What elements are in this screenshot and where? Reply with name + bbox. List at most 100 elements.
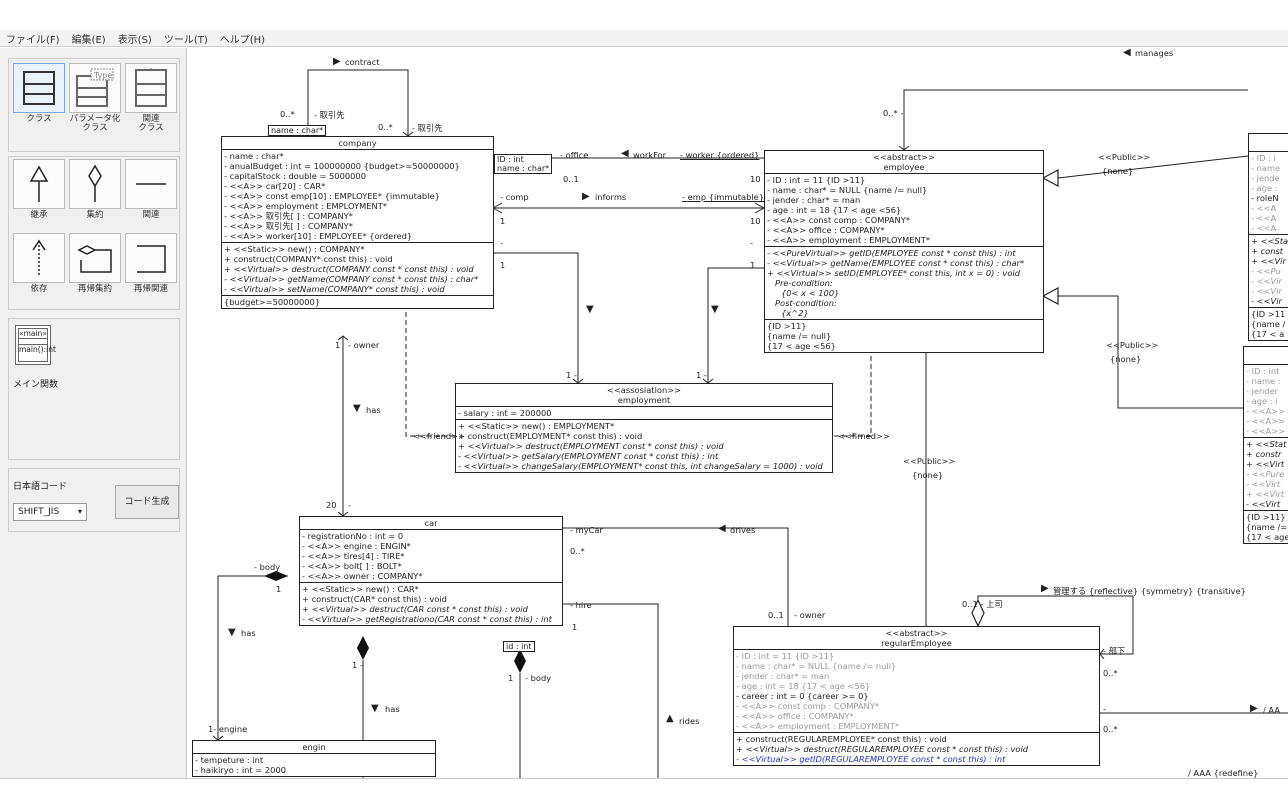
recursive-aggregation-tool[interactable]: 再帰集約 xyxy=(69,233,121,301)
association-class-icon xyxy=(135,68,167,107)
op: - <<Virtual>> getName(EMPLOYEE const * c… xyxy=(767,258,1025,268)
attr: - salary : int = 200000 xyxy=(458,408,552,418)
right-mid-constraints: {ID >11} {name /= {17 < age xyxy=(1244,511,1288,543)
mult-label: 1 - xyxy=(352,660,363,670)
role-label: - comp xyxy=(500,192,529,202)
constraint: {name /= null} xyxy=(767,331,832,341)
main-body: main():int xyxy=(19,345,56,354)
mult-label: 10 xyxy=(750,174,761,184)
class-employee[interactable]: <<abstract>> employee - ID : int = 11 {I… xyxy=(764,150,1044,353)
attr: - ID : int = 11 {ID >11} xyxy=(767,175,866,185)
car-attributes: - registrationNo : int = 0 - <<A>> engin… xyxy=(300,530,562,583)
mult-label: - xyxy=(750,238,753,248)
assoc-label: has xyxy=(385,704,400,714)
parameterized-class-tool[interactable]: Type パラメータ化 クラス xyxy=(69,63,121,133)
generate-code-button[interactable]: コード生成 xyxy=(115,485,179,519)
assoc-label: informs xyxy=(595,192,627,202)
role-label: - owner xyxy=(794,610,826,620)
class-regularEmployee[interactable]: <<abstract>> regularEmployee - ID : int … xyxy=(733,626,1100,766)
op: + construct(COMPANY* const this) : void xyxy=(224,254,393,264)
inheritance-tool[interactable]: 継承 xyxy=(13,159,65,227)
class-tool-label: クラス xyxy=(26,114,52,124)
stereotype-label: <<Public>> xyxy=(1098,152,1151,162)
menu-tools[interactable]: ツール(T) xyxy=(163,34,208,46)
tool-palette: クラス Type パラメータ化 クラス 関連 クラス 継承 集約 関連 依存 xyxy=(0,48,187,778)
engin-title: engin xyxy=(193,741,435,754)
constraint-label: {none} xyxy=(912,470,944,480)
company-title: company xyxy=(222,137,493,150)
menu-view[interactable]: 表示(S) xyxy=(117,34,152,46)
attr: - career : int = 0 {career >= 0} xyxy=(736,691,869,701)
encoding-select[interactable]: SHIFT_JIS ▾ xyxy=(13,503,87,521)
op: + <<Virtual>> destruct(REGULAREMPLOYEE c… xyxy=(736,744,1029,754)
class-company[interactable]: company - name : char* - anualBudget : i… xyxy=(221,136,494,309)
drives-association-line xyxy=(562,527,789,626)
mult-label: 1 xyxy=(750,260,756,270)
stereotype-label: <<Public>> xyxy=(1106,340,1159,350)
drives-arrow-icon: ◀ xyxy=(718,523,726,534)
attr: - jende xyxy=(1251,173,1280,183)
main-stereo: «main» xyxy=(19,329,47,339)
main-function-section: «main» main():int メイン関数 xyxy=(8,318,180,460)
attr: - <<A>> const comp : COMPANY* xyxy=(736,701,879,711)
diagram-canvas[interactable]: company - name : char* - anualBudget : i… xyxy=(188,48,1288,778)
friend-label: <<firned>> xyxy=(838,431,890,441)
main-function-tool[interactable]: «main» main():int xyxy=(15,325,56,365)
role-label: - 取引先 xyxy=(412,123,443,133)
regular-operations: + construct(REGULAREMPLOYEE* const this)… xyxy=(734,733,1099,765)
attr: - <<A>> 取引先[ ] : COMPANY* xyxy=(224,221,353,231)
company-qualifier: name : char* xyxy=(268,125,327,136)
title-bar-area xyxy=(0,0,1288,30)
kanri-arrow-icon: ▶ xyxy=(1041,583,1049,594)
attr: - <<A>> car[20] : CAR* xyxy=(224,181,326,191)
class-right-mid-partial[interactable]: - ID : int - name : - jender - age : i -… xyxy=(1243,346,1288,544)
attr: - <<A xyxy=(1251,213,1277,223)
class-car[interactable]: car - registrationNo : int = 0 - <<A>> e… xyxy=(299,516,563,626)
attr: - <<A>> const comp : COMPANY* xyxy=(767,215,910,225)
assoc-label: has xyxy=(366,405,381,415)
association-class-tool[interactable]: 関連 クラス xyxy=(125,63,177,133)
attr: - <<A>> employment : EMPLOYMENT* xyxy=(736,721,899,731)
mult-label: 10 xyxy=(750,216,761,226)
company-attributes: - name : char* - anualBudget : int = 100… xyxy=(222,150,493,243)
code-gen-section: 日本語コード SHIFT_JIS ▾ コード生成 xyxy=(8,468,180,532)
op: + construct(CAR* const this) : void xyxy=(302,594,447,604)
inheritance-icon xyxy=(29,165,49,202)
mult-label: 0..* xyxy=(570,546,585,556)
aggregation-icon xyxy=(88,164,102,202)
class-tools-section: クラス Type パラメータ化 クラス 関連 クラス xyxy=(8,58,180,152)
op: + <<Static>> new() : EMPLOYMENT* xyxy=(458,421,615,431)
dependency-tool[interactable]: 依存 xyxy=(13,233,65,301)
op: - <<Virtual>> getSalary(EMPLOYMENT const… xyxy=(458,451,719,461)
op: + <<Virtual>> destruct(CAR const * const… xyxy=(302,604,528,614)
attr: - name : char* = NULL {name /= null} xyxy=(736,661,897,671)
mult-label: - xyxy=(1103,704,1106,714)
association-tool[interactable]: 関連 xyxy=(125,159,177,227)
encoding-label: 日本語コード xyxy=(13,482,68,492)
mult-label: 1 xyxy=(335,340,341,350)
has-arrow-icon: ▼ xyxy=(371,703,379,714)
menu-edit[interactable]: 編集(E) xyxy=(71,34,106,46)
menu-file[interactable]: ファイル(F) xyxy=(6,34,60,46)
attr: - <<A>> xyxy=(1246,406,1286,416)
class-employment[interactable]: <<assosiation>> employment - salary : in… xyxy=(455,383,833,473)
menu-help[interactable]: ヘルプ(H) xyxy=(219,34,266,46)
company-operations: + <<Static>> new() : COMPANY* + construc… xyxy=(222,243,493,296)
parameterized-class-label: パラメータ化 クラス xyxy=(69,114,121,133)
class-tool[interactable]: クラス xyxy=(13,63,65,131)
employment-stereotype: <<assosiation>> xyxy=(606,385,682,395)
attr: - haikiryo : int = 2000 xyxy=(195,765,287,775)
mult-label: 1 xyxy=(572,622,578,632)
op: - <<Virtual>> setName(COMPANY* const thi… xyxy=(224,284,445,294)
attr: - age : i xyxy=(1246,396,1278,406)
right-mid-operations: + <<Stat + constr + <<Virt - <<Pure - <<… xyxy=(1244,438,1288,511)
role-label: - 部下 xyxy=(1103,646,1126,656)
recursive-association-tool[interactable]: 再帰関連 xyxy=(125,233,177,301)
down-arrow-icon: ▼ xyxy=(711,304,719,315)
aggregation-tool[interactable]: 集約 xyxy=(69,159,121,227)
class-engin[interactable]: engin - tempeture : int - haikiryo : int… xyxy=(192,740,436,777)
engin-attributes: - tempeture : int - haikiryo : int = 200… xyxy=(193,754,435,776)
recursive-aggregation-icon xyxy=(77,245,112,273)
attr: - name : xyxy=(1246,376,1281,386)
class-right-top-partial[interactable]: - ID : i - name - jende - age : - roleN … xyxy=(1248,133,1288,341)
